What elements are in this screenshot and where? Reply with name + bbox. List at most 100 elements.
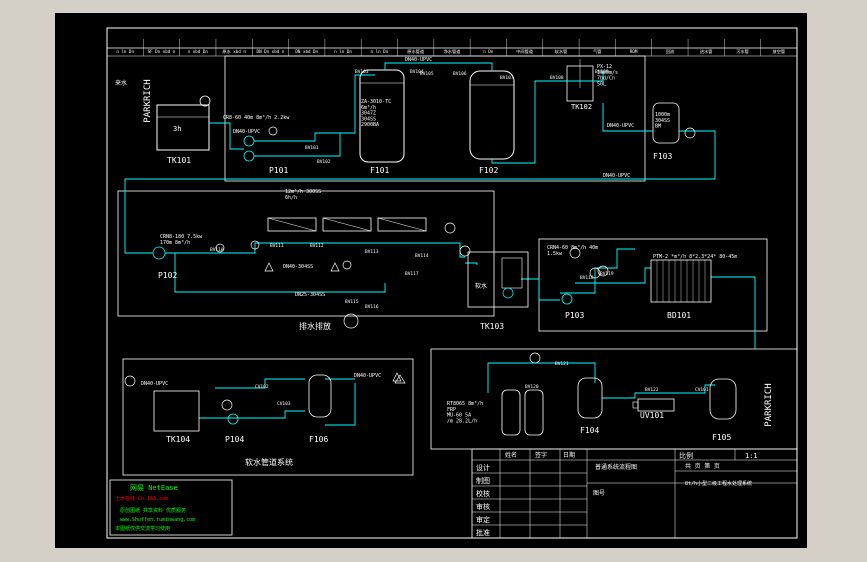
sign-header-date: 日期 bbox=[563, 451, 575, 459]
heat-exchanger-bd101[interactable] bbox=[650, 259, 712, 303]
tag-f101: F101 bbox=[370, 166, 389, 175]
stamp-line-3: 原创图纸 共享资料 优质服务 bbox=[120, 507, 186, 514]
ro-vessel-3[interactable] bbox=[377, 217, 427, 232]
filter-f102[interactable] bbox=[469, 70, 515, 160]
pipe-label-6: DN40-UPVC bbox=[354, 373, 381, 379]
title-design: 设计 bbox=[476, 463, 490, 472]
header-cell: 放空管 bbox=[773, 48, 786, 55]
pump-p101[interactable] bbox=[243, 135, 255, 162]
valve-tag: BV116 bbox=[365, 304, 379, 310]
section-raw-filter-box bbox=[224, 55, 646, 182]
tag-tk103: TK103 bbox=[480, 322, 504, 331]
filter-f104[interactable] bbox=[577, 377, 603, 419]
reject-discharge-label: 排水排放 bbox=[299, 321, 331, 331]
parkrich-right-label: PARKRICH bbox=[764, 383, 774, 426]
uv-sterilizer-uv101[interactable] bbox=[632, 398, 675, 412]
ro-vessel-1[interactable] bbox=[267, 217, 317, 232]
pipe-label-5: DN40-UPVC bbox=[141, 381, 168, 387]
filter-f103[interactable] bbox=[652, 102, 680, 144]
header-cell: 原水管道 bbox=[407, 48, 425, 55]
title-project: 普通系统流程图 bbox=[595, 463, 637, 471]
header-cell: SF Dn xbd n bbox=[148, 49, 176, 54]
tag-f102: F102 bbox=[479, 166, 498, 175]
valve-tag: BV115 bbox=[345, 299, 359, 305]
filter-f106[interactable] bbox=[308, 374, 332, 418]
header-cell: n ln Dn bbox=[334, 49, 352, 54]
tag-tk101: TK101 bbox=[167, 156, 191, 165]
tag-bd101: BD101 bbox=[667, 311, 691, 320]
valve-tag: BV102 bbox=[317, 159, 331, 165]
header-cell: DN Dn xbd n bbox=[257, 49, 285, 54]
pipe-label-2: DN40-UPVC bbox=[405, 57, 432, 63]
title-check: 校核 bbox=[476, 489, 490, 498]
drawing-canvas: n ln Dn SF Dn xbd n n xbd Dn 原水 xbd n DN Dn … bbox=[55, 13, 807, 548]
title-drawing-name: 8t/h小型二级工程水处理系统 bbox=[685, 480, 752, 487]
tag-tk102: TK102 bbox=[571, 103, 592, 111]
title-audit: 审定 bbox=[476, 515, 490, 524]
valve-tag: BV107 bbox=[500, 75, 514, 81]
valve-tag: CV102 bbox=[255, 384, 269, 390]
title-scale-value: 1:1 bbox=[745, 452, 758, 460]
title-approve: 批准 bbox=[476, 528, 490, 537]
header-cell: 污水管 bbox=[736, 48, 749, 55]
tank-tk103[interactable] bbox=[467, 251, 529, 308]
tag-f103: F103 bbox=[653, 152, 672, 161]
tag-f105: F105 bbox=[712, 433, 731, 442]
header-cell: n xbd Dn bbox=[188, 49, 209, 54]
valve-tag: BV120 bbox=[525, 384, 539, 390]
valve-tag: BV121 bbox=[555, 361, 569, 367]
pipe-label-3: DN40-UPVC bbox=[607, 123, 634, 129]
title-drawing: 制图 bbox=[476, 476, 490, 485]
valve-tag: CV101 bbox=[695, 387, 709, 393]
stamp-line-5: 本图纸仅供交流学习使用 bbox=[115, 525, 170, 532]
tank-tk101[interactable] bbox=[156, 95, 211, 151]
pipe-dn25-label: DN25-304SS bbox=[295, 292, 325, 298]
tag-p102: P102 bbox=[158, 271, 177, 280]
drawing-frame bbox=[106, 27, 798, 539]
section-ro-pump-box bbox=[117, 190, 495, 317]
header-cell: n ln Dn bbox=[371, 49, 389, 54]
analyzer-triangles bbox=[264, 262, 406, 384]
stamp-line-1: 网易 NetEase bbox=[130, 484, 178, 492]
title-review: 审核 bbox=[476, 502, 490, 511]
header-cell: 净水管道 bbox=[444, 48, 462, 55]
tag-p101: P101 bbox=[269, 166, 288, 175]
pipe-label-7: DN40-304SS bbox=[283, 264, 313, 270]
ro-vessel-2[interactable] bbox=[322, 217, 372, 232]
parkrich-left-label: PARKRICH bbox=[143, 79, 153, 122]
header-cell: 回流 bbox=[666, 48, 675, 55]
netease-stamp bbox=[109, 479, 233, 536]
tank-tk104[interactable] bbox=[153, 390, 200, 432]
softwater-system-label: 软水管道系统 bbox=[245, 457, 293, 467]
pump-p104[interactable] bbox=[227, 413, 239, 425]
tank-f105[interactable] bbox=[709, 378, 737, 420]
valve-tag: BV112 bbox=[310, 243, 324, 249]
pipe-legend-header: n ln Dn SF Dn xbd n n xbd Dn 原水 xbd n DN Dn … bbox=[107, 39, 797, 57]
pipe-network bbox=[124, 62, 756, 426]
valve-tag: BV109 bbox=[595, 69, 609, 75]
valve-tag: BV117 bbox=[405, 271, 419, 277]
valve-tag: BV101 bbox=[305, 145, 319, 151]
valve-tag: BV110 bbox=[210, 247, 224, 253]
reject-tank[interactable] bbox=[343, 313, 359, 329]
tag-f106: F106 bbox=[309, 435, 328, 444]
valve-tag: BV106 bbox=[453, 71, 467, 77]
ro-skid-vessels[interactable] bbox=[501, 389, 544, 436]
filter-f101[interactable] bbox=[359, 69, 405, 163]
tag-uv101: UV101 bbox=[640, 411, 664, 420]
tag-f104: F104 bbox=[580, 426, 599, 435]
pump-p103[interactable] bbox=[561, 293, 573, 305]
title-drawing-no: 图号 bbox=[593, 490, 605, 497]
tank-tk102[interactable] bbox=[566, 59, 594, 102]
pump-p102[interactable] bbox=[152, 246, 166, 260]
section-softwater-box bbox=[122, 358, 414, 476]
header-cell: 原水 xbd n bbox=[222, 48, 246, 54]
header-cell: 进水管 bbox=[700, 48, 713, 55]
header-cell: n ln Dn bbox=[116, 49, 134, 54]
